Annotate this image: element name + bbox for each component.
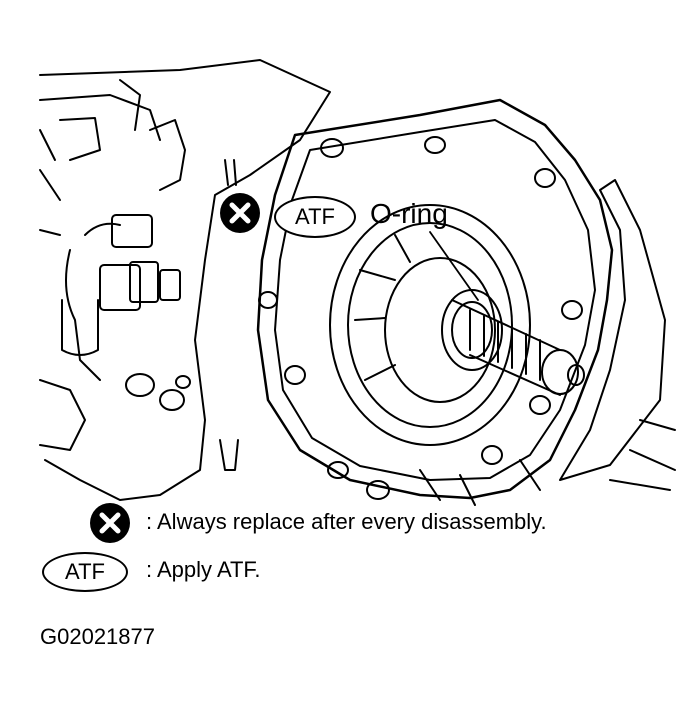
- figure-code: G02021877: [40, 624, 155, 649]
- legend-replace-text: : Always replace after every disassembly…: [146, 509, 547, 534]
- replace-x-icon: [220, 193, 260, 233]
- atf-oval-icon: ATF: [274, 196, 356, 238]
- atf-callout-text: ATF: [295, 204, 335, 229]
- replace-x-icon: [90, 503, 130, 543]
- atf-oval-icon: ATF: [42, 552, 128, 592]
- atf-legend-badge-text: ATF: [65, 559, 105, 584]
- oring-label: O-ring: [370, 198, 448, 229]
- legend-atf-text: : Apply ATF.: [146, 557, 261, 582]
